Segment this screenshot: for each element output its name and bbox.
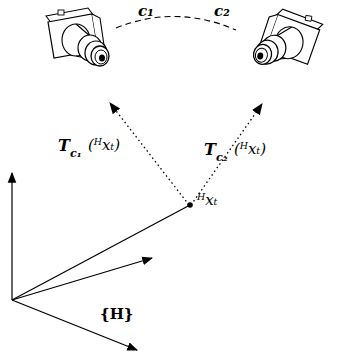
transform-argument: (ᴴxₜ)	[88, 138, 120, 153]
camera-c2	[252, 6, 324, 74]
frame-axis	[12, 300, 137, 350]
camera-label: c₂	[214, 4, 230, 19]
transform-symbol: T	[204, 142, 216, 158]
camera-c1	[46, 8, 109, 66]
target-point	[187, 202, 193, 208]
transform-argument: (ᴴxₜ)	[234, 142, 266, 157]
position-vector	[12, 205, 190, 300]
frame-axis	[12, 258, 152, 300]
frame-label: {H}	[100, 307, 133, 322]
transform-subscript: c₂	[216, 152, 228, 163]
camera-label: c₁	[138, 4, 154, 19]
transform-symbol: T	[58, 138, 70, 154]
frame-axis	[11, 173, 12, 300]
transform-arrow	[110, 103, 189, 205]
transform-subscript: c₁	[70, 148, 82, 159]
point-label: ᴴxₜ	[197, 193, 217, 208]
